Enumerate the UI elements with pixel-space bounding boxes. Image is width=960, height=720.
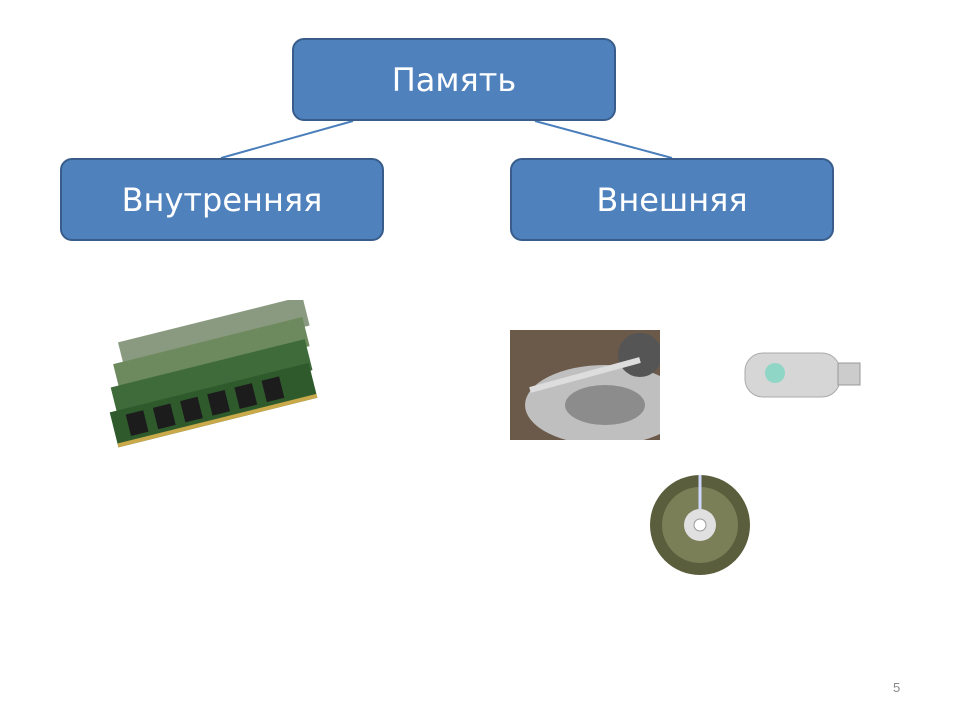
slide-number: 5: [893, 680, 901, 695]
node-external: Внешняя: [510, 158, 834, 241]
ram-modules-image: [109, 300, 318, 448]
node-memory: Память: [292, 38, 616, 121]
hard-disk-image: [510, 330, 660, 440]
node-label: Внутренняя: [121, 180, 323, 219]
connector-left: [220, 120, 354, 159]
connector-right: [534, 120, 673, 159]
usb-flash-drive-image: [744, 352, 861, 398]
optical-disc-image: [650, 475, 750, 575]
node-label: Память: [391, 60, 517, 99]
node-internal: Внутренняя: [60, 158, 384, 241]
node-label: Внешняя: [596, 180, 748, 219]
